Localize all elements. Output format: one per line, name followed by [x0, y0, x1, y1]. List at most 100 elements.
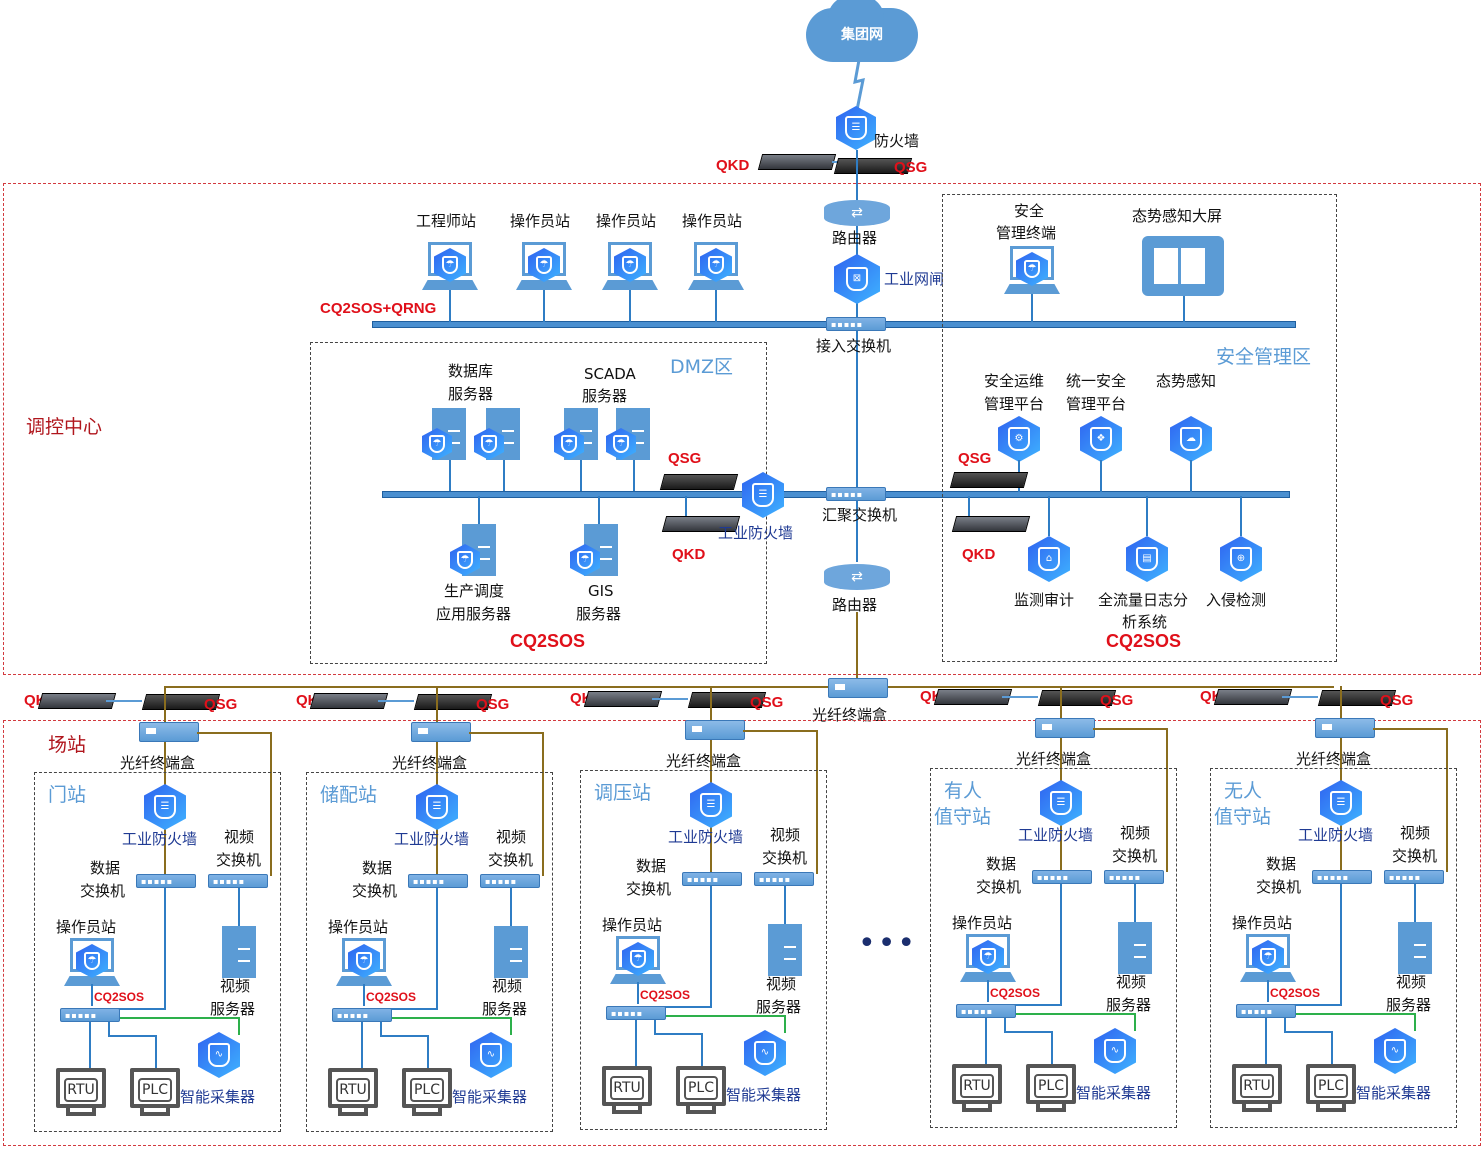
- scada-server-label-2: 服务器: [582, 387, 628, 405]
- dmz-title: DMZ区: [670, 356, 734, 378]
- sec-platform-label-1: 统一安全: [1066, 372, 1127, 390]
- collector-link: [1296, 1013, 1416, 1015]
- operator-station[interactable]: ☂: [64, 938, 120, 990]
- video-switch-label-2: 交换机: [762, 849, 808, 867]
- video-server: [1118, 922, 1152, 974]
- workstation[interactable]: ☂: [602, 242, 658, 294]
- operator-station[interactable]: ☂: [610, 936, 666, 988]
- fiber-video: [270, 732, 272, 876]
- rtu-device: RTU: [952, 1064, 1002, 1112]
- data-switch-label-1: 数据: [362, 859, 393, 877]
- video-switch-label-2: 交换机: [488, 851, 534, 869]
- operator-label: 操作员站: [56, 918, 117, 936]
- data-switch-label-2: 交换机: [1256, 878, 1302, 896]
- router-bottom: ⇄: [824, 564, 890, 590]
- link: [427, 1035, 429, 1070]
- gis-server-label-2: 服务器: [576, 605, 622, 623]
- station-name-2: 值守站: [934, 806, 992, 828]
- station-fiber-box-label: 光纤终端盒: [392, 754, 468, 772]
- production-server-label-2: 应用服务器: [436, 605, 512, 623]
- link: [1060, 884, 1062, 1006]
- operator-station[interactable]: ☂: [960, 934, 1016, 986]
- station-qsg-label: QSG: [1380, 692, 1414, 709]
- qkd-link: [652, 698, 688, 700]
- video-server-label-2: 服务器: [1386, 996, 1432, 1014]
- shield-icon: ☂: [972, 940, 1004, 974]
- station-crypto-label: CQ2SOS: [640, 988, 691, 1002]
- link: [1331, 1031, 1333, 1066]
- video-server-label-2: 服务器: [1106, 996, 1152, 1014]
- sec-qkd-label: QKD: [962, 546, 996, 563]
- station-firewall-label: 工业防火墙: [394, 830, 470, 848]
- data-switch-label-2: 交换机: [352, 882, 398, 900]
- link: [637, 982, 639, 1004]
- station-firewall-label: 工业防火墙: [1298, 826, 1374, 844]
- link: [1183, 296, 1185, 322]
- link: [660, 1006, 712, 1008]
- sec-analyzer-icon: ⊕: [1220, 536, 1262, 582]
- shield-icon: ☂: [76, 944, 108, 978]
- station-name-1: 有人: [944, 780, 983, 802]
- link: [503, 460, 505, 494]
- video-server-label-1: 视频: [220, 977, 251, 995]
- collector-label: 智能采集器: [1356, 1084, 1432, 1102]
- center-fiber-box: [828, 678, 888, 698]
- station-firewall-label: 工业防火墙: [1018, 826, 1094, 844]
- plc-device: PLC: [1306, 1064, 1356, 1112]
- fiber-trunk: [164, 686, 1334, 688]
- link: [1284, 1031, 1332, 1033]
- plc-label: PLC: [138, 1078, 172, 1102]
- station-qsg-label: QSG: [750, 694, 784, 711]
- plc-label: PLC: [684, 1076, 718, 1100]
- workstation[interactable]: ☂: [422, 242, 478, 294]
- station-zone: [930, 768, 1177, 1128]
- shield-icon: ☂: [554, 428, 584, 460]
- station-qsg-label: QSG: [476, 696, 510, 713]
- link: [1340, 884, 1342, 1006]
- station-fiber-box: [1035, 718, 1095, 738]
- video-server: [222, 926, 256, 978]
- backbone-line: [856, 150, 858, 562]
- link: [478, 496, 480, 524]
- link: [1100, 460, 1102, 492]
- access-switch: ▪▪▪▪▪: [826, 317, 886, 331]
- shield-icon: ☂: [474, 428, 504, 460]
- center-fiber-box-label: 光纤终端盒: [812, 706, 888, 724]
- dmz-firewall-label: 工业防火墙: [718, 524, 794, 542]
- link: [654, 1020, 656, 1034]
- rtu-device: RTU: [602, 1066, 652, 1114]
- link: [114, 1008, 166, 1010]
- link: [1190, 460, 1192, 492]
- video-server: [768, 924, 802, 976]
- collector-link: [1016, 1013, 1136, 1015]
- security-terminal-label-1: 安全: [1014, 202, 1045, 220]
- workstation[interactable]: ☂: [516, 242, 572, 294]
- access-switch: ▪▪▪▪▪: [60, 1008, 120, 1022]
- db-server-label-1: 数据库: [448, 362, 494, 380]
- link: [380, 1022, 382, 1036]
- operator-station[interactable]: ☂: [336, 938, 392, 990]
- fiber-video: [743, 730, 817, 732]
- collector-label: 智能采集器: [1076, 1084, 1152, 1102]
- link: [987, 980, 989, 1002]
- station-fiber-box-label: 光纤终端盒: [1016, 750, 1092, 768]
- access-switch: ▪▪▪▪▪: [332, 1008, 392, 1022]
- operator-station[interactable]: ☂: [1240, 934, 1296, 986]
- station-qkd-device: [583, 691, 663, 707]
- router-top: ⇄: [824, 200, 890, 226]
- station-firewall-icon: ☰: [144, 784, 186, 830]
- station-fiber-box-label: 光纤终端盒: [1296, 750, 1372, 768]
- station-qkd-device: [37, 693, 117, 709]
- station-firewall-icon: ☰: [1320, 780, 1362, 826]
- link: [784, 886, 786, 924]
- collector-link: [120, 1017, 240, 1019]
- data-switch: ▪▪▪▪▪: [1312, 870, 1372, 884]
- workstation[interactable]: ☂: [688, 242, 744, 294]
- link: [1267, 980, 1269, 1002]
- collector-link: [666, 1015, 786, 1017]
- link: [1004, 1018, 1006, 1032]
- control-center-zone: [3, 183, 1481, 675]
- link: [1031, 294, 1033, 322]
- link: [1010, 1004, 1062, 1006]
- video-server-label-1: 视频: [1396, 973, 1427, 991]
